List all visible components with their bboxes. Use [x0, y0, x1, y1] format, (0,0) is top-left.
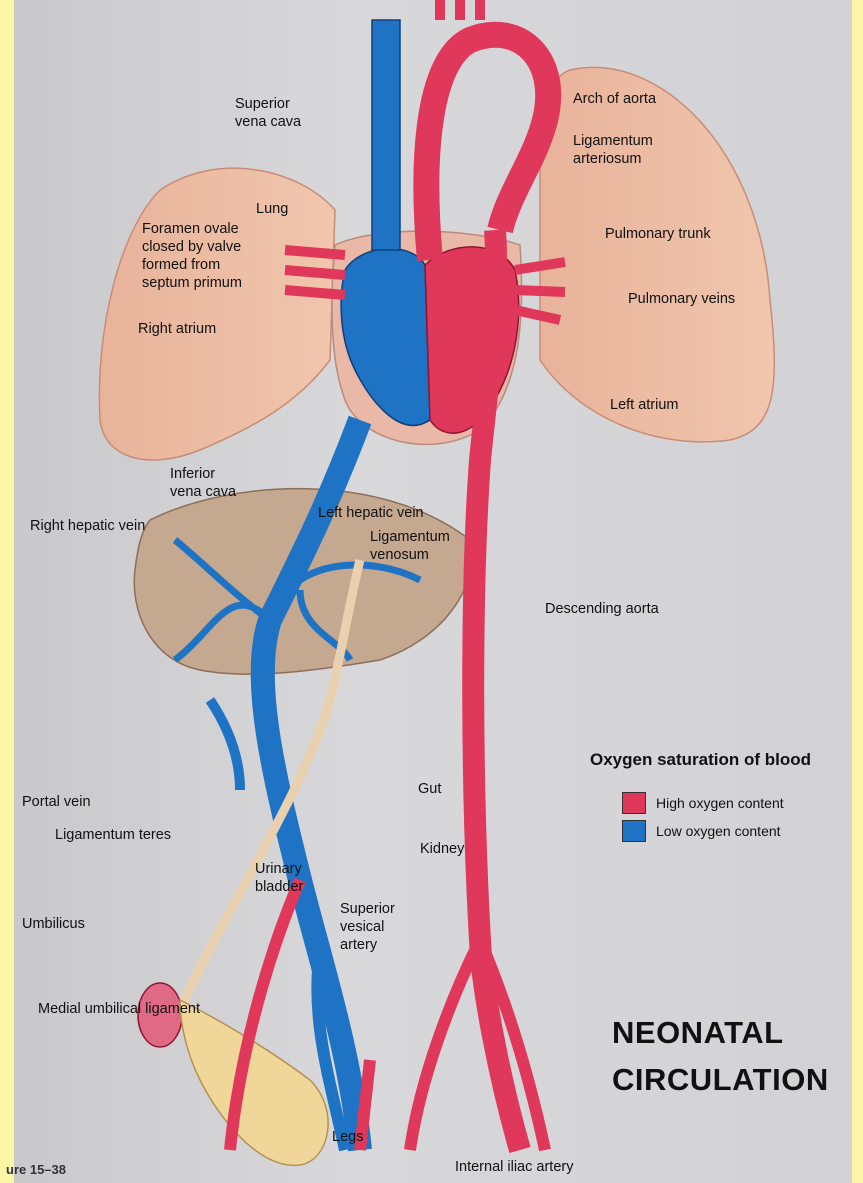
title-line-2: CIRCULATION	[612, 1062, 829, 1098]
label-left-atrium: Left atrium	[610, 396, 679, 414]
label-arch-of-aorta: Arch of aorta	[573, 90, 656, 108]
legend-label-high: High oxygen content	[656, 795, 784, 811]
label-descending-aorta: Descending aorta	[545, 600, 659, 618]
label-superior-vena-cava: Superior vena cava	[235, 95, 301, 131]
legend-low: Low oxygen content	[622, 820, 781, 842]
label-internal-iliac-artery: Internal iliac artery	[455, 1158, 573, 1176]
aortic-arch	[426, 35, 548, 260]
label-ligamentum-venosum: Ligamentum venosum	[370, 528, 450, 564]
left-lung	[540, 67, 774, 441]
title-line-1: NEONATAL	[612, 1015, 784, 1051]
label-portal-vein: Portal vein	[22, 793, 91, 811]
label-foramen-ovale: Foramen ovale closed by valve formed fro…	[142, 220, 242, 292]
portal-vein	[210, 700, 240, 790]
legend-label-low: Low oxygen content	[656, 823, 781, 839]
legend-swatch-low	[622, 820, 646, 842]
label-kidney: Kidney	[420, 840, 464, 858]
label-ligamentum-teres: Ligamentum teres	[55, 826, 171, 844]
label-gut: Gut	[418, 780, 441, 798]
label-legs: Legs	[332, 1128, 363, 1146]
label-ligamentum-arteriosum: Ligamentum arteriosum	[573, 132, 653, 168]
legend-high: High oxygen content	[622, 792, 784, 814]
legend-title: Oxygen saturation of blood	[590, 750, 811, 770]
legend-swatch-high	[622, 792, 646, 814]
label-pulmonary-veins: Pulmonary veins	[628, 290, 735, 308]
label-right-atrium: Right atrium	[138, 320, 216, 338]
label-inferior-vena-cava: Inferior vena cava	[170, 465, 236, 501]
label-pulmonary-trunk: Pulmonary trunk	[605, 225, 711, 243]
superior-vena-cava	[372, 20, 400, 250]
right-lung	[99, 168, 335, 460]
label-superior-vesical-artery: Superior vesical artery	[340, 900, 395, 954]
label-urinary-bladder: Urinary bladder	[255, 860, 303, 896]
figure-caption: ure 15–38	[6, 1162, 66, 1177]
label-left-hepatic-vein: Left hepatic vein	[318, 504, 424, 522]
label-medial-umbilical-ligament: Medial umbilical ligament	[38, 1000, 200, 1018]
label-umbilicus: Umbilicus	[22, 915, 85, 933]
label-lung: Lung	[256, 200, 288, 218]
label-right-hepatic-vein: Right hepatic vein	[30, 517, 145, 535]
